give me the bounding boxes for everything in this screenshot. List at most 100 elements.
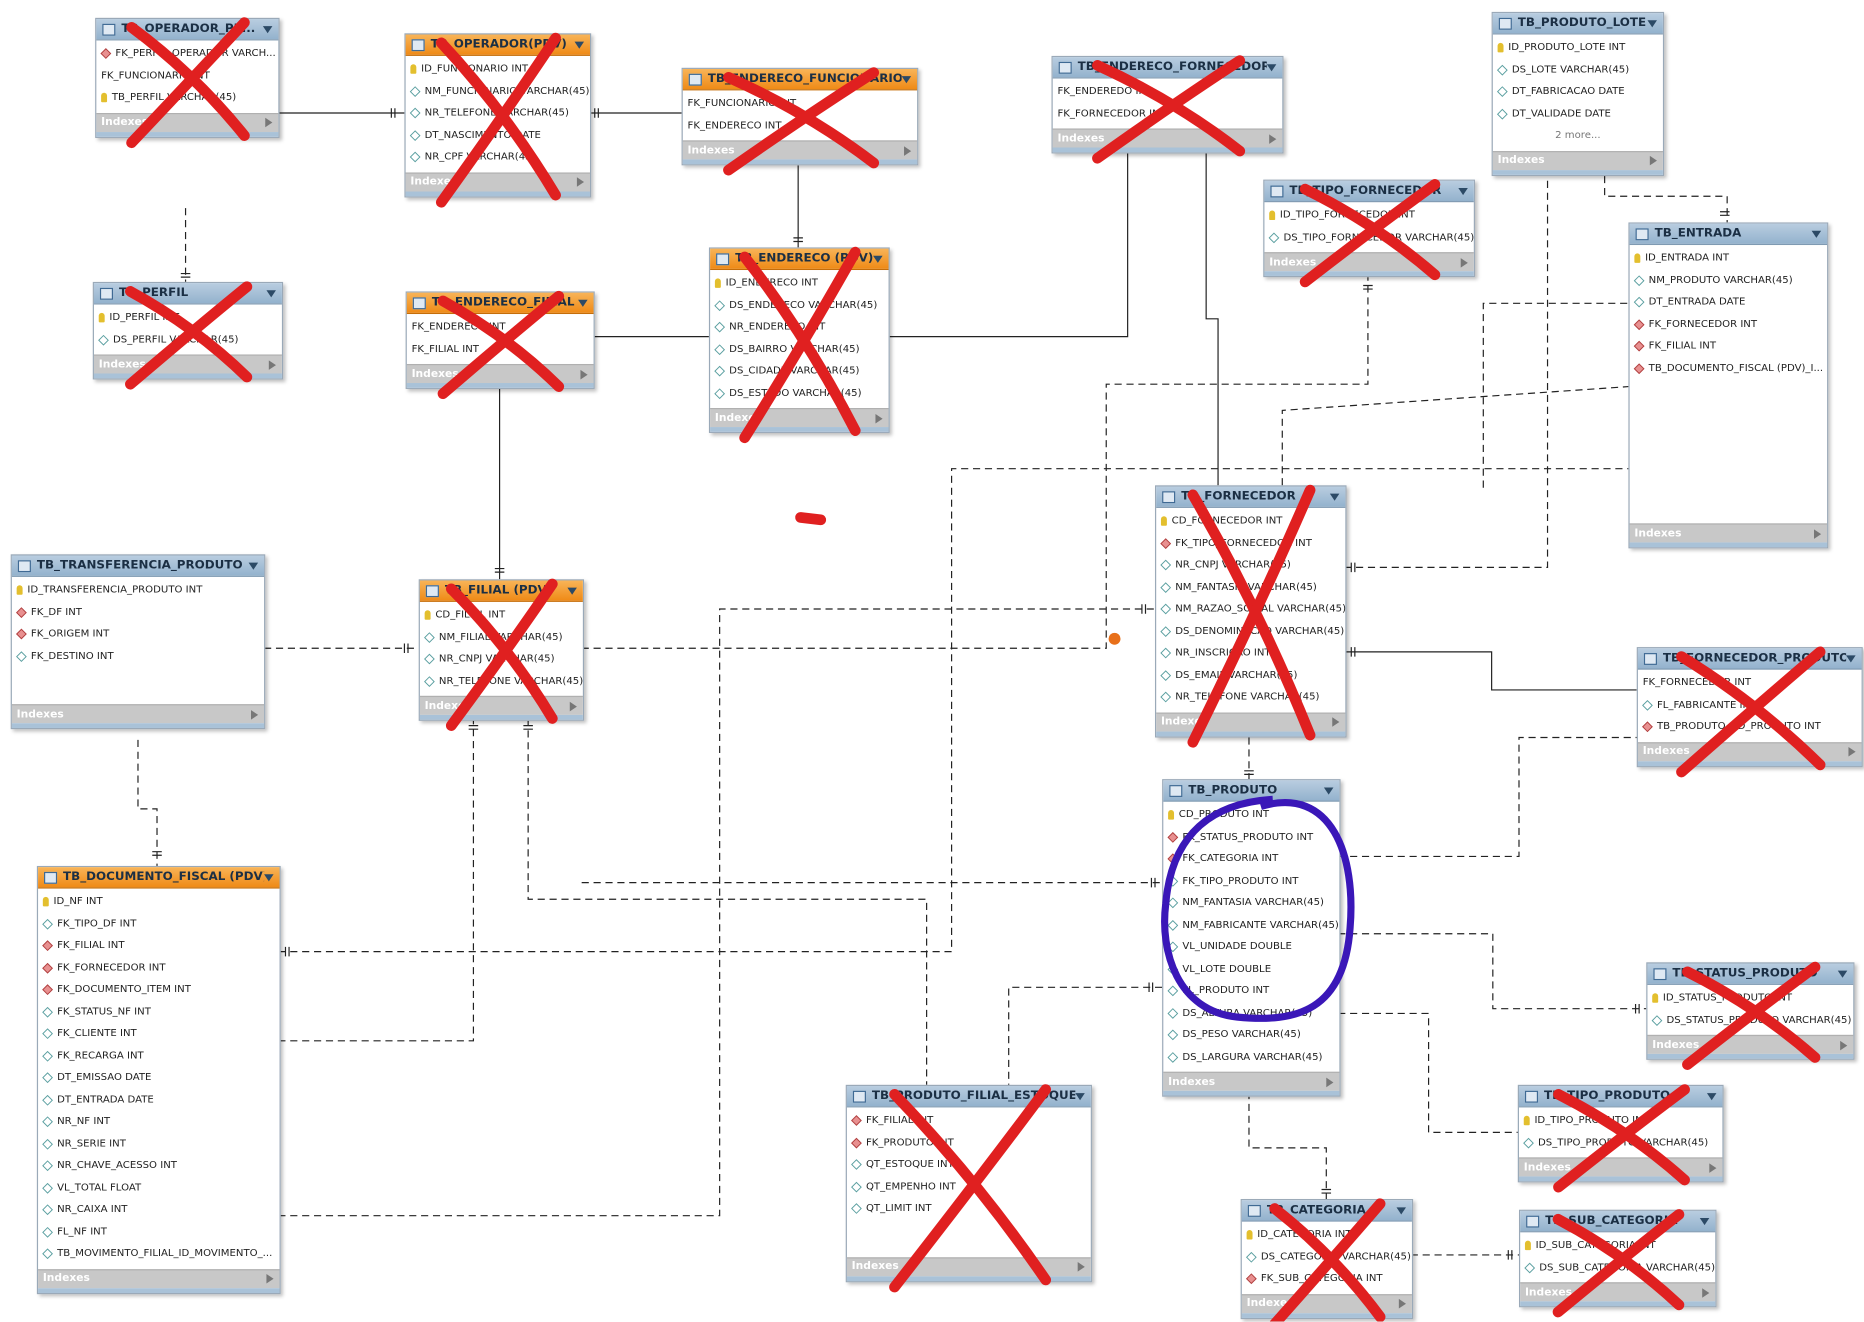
table-column[interactable]: TB_PERFIL VARCHAR(45): [96, 87, 278, 109]
table-column[interactable]: DT_ENTRADA DATE: [38, 1089, 279, 1111]
indexes-section[interactable]: Indexes: [11, 704, 265, 724]
expand-arrow-icon[interactable]: [904, 145, 912, 156]
table-column[interactable]: FK_RECARGA INT: [38, 1045, 279, 1067]
collapse-arrow-icon[interactable]: [1699, 1217, 1710, 1225]
collapse-arrow-icon[interactable]: [578, 299, 588, 307]
indexes-section[interactable]: Indexes: [846, 1256, 1091, 1276]
relationship-line[interactable]: [1338, 1012, 1518, 1133]
table-column[interactable]: NM_FANTASIA VARCHAR(45): [1156, 576, 1345, 598]
relationship-line[interactable]: [1008, 986, 1163, 1085]
table-column[interactable]: DS_TIPO_FORNECEDOR VARCHAR(45): [1264, 227, 1474, 249]
table-column[interactable]: NM_RAZAO_SOCIAL VARCHAR(45): [1156, 598, 1345, 620]
expand-arrow-icon[interactable]: [265, 117, 273, 128]
relationship-line[interactable]: [278, 468, 1629, 953]
table-column[interactable]: ID_CATEGORIA INT: [1242, 1224, 1412, 1246]
table-tb-operador-perfil[interactable]: TB_OPERADOR_PE...FK_PERFIL_OPERADOR VARC…: [95, 17, 280, 138]
table-column[interactable]: ID_NF INT: [38, 891, 279, 913]
table-column[interactable]: FK_DOCUMENTO_ITEM INT: [38, 979, 279, 1001]
table-column[interactable]: CD_FORNECEDOR INT: [1156, 510, 1345, 532]
table-column[interactable]: DT_VALIDADE DATE: [1493, 103, 1663, 125]
expand-arrow-icon[interactable]: [1848, 747, 1856, 757]
relationship-line[interactable]: [1248, 1091, 1327, 1200]
expand-arrow-icon[interactable]: [875, 413, 883, 423]
table-header[interactable]: TB_PERFIL: [93, 283, 282, 305]
table-column[interactable]: DS_ESTADO VARCHAR(45): [710, 382, 888, 404]
table-header[interactable]: TB_CATEGORIA: [1241, 1200, 1412, 1222]
table-column[interactable]: FK_TIPO_FORNECEDOR INT: [1156, 532, 1345, 554]
relationship-line[interactable]: [1338, 736, 1637, 858]
table-column[interactable]: NR_ENDERECO INT: [710, 316, 888, 338]
table-header[interactable]: TB_FORNECEDOR: [1156, 486, 1346, 508]
expand-arrow-icon[interactable]: [1649, 155, 1657, 166]
relationship-line[interactable]: [1604, 176, 1728, 223]
table-column[interactable]: FK_STATUS_PRODUTO INT: [1163, 826, 1339, 848]
table-column[interactable]: QT_EMPENHO INT: [847, 1176, 1091, 1198]
indexes-section[interactable]: Indexes: [1629, 523, 1828, 543]
expand-arrow-icon[interactable]: [1332, 717, 1340, 727]
table-column[interactable]: FK_FILIAL INT: [407, 338, 594, 360]
table-column[interactable]: QT_ESTOQUE INT: [847, 1154, 1091, 1176]
table-column[interactable]: FK_ENDERECO INT: [683, 115, 917, 137]
expand-arrow-icon[interactable]: [1398, 1298, 1406, 1309]
table-column[interactable]: ID_TRANSFERENCIA_PRODUTO INT: [12, 579, 264, 601]
table-header[interactable]: TB_ENDERECO_FUNCIONARIO: [682, 68, 918, 91]
table-column[interactable]: FK_ENDERECO INT: [407, 316, 594, 338]
table-header[interactable]: TB_STATUS_PRODUTO: [1647, 963, 1854, 985]
table-column[interactable]: FK_FUNCIONARIO INT: [683, 93, 917, 115]
table-column[interactable]: ID_SUB_CATEGORIA INT: [1520, 1235, 1715, 1257]
table-column[interactable]: FK_FUNCIONARIO INT: [96, 65, 278, 87]
table-column[interactable]: QT_LIMIT INT: [847, 1198, 1091, 1220]
indexes-section[interactable]: Indexes: [1492, 150, 1663, 170]
indexes-section[interactable]: Indexes: [1241, 1293, 1412, 1313]
expand-arrow-icon[interactable]: [1709, 1162, 1717, 1173]
table-column[interactable]: CD_PRODUTO INT: [1163, 804, 1339, 826]
expand-arrow-icon[interactable]: [266, 1273, 274, 1284]
table-column[interactable]: DS_LOTE VARCHAR(45): [1493, 59, 1663, 81]
indexes-section[interactable]: Indexes: [710, 407, 889, 428]
table-column[interactable]: NM_FUNCIONARIO VARCHAR(45): [406, 80, 590, 102]
expand-arrow-icon[interactable]: [268, 359, 276, 370]
collapse-arrow-icon[interactable]: [264, 873, 274, 881]
collapse-arrow-icon[interactable]: [262, 25, 273, 33]
collapse-arrow-icon[interactable]: [1706, 1092, 1717, 1100]
table-column[interactable]: FK_CATEGORIA INT: [1163, 848, 1339, 870]
relationship-line[interactable]: [137, 739, 158, 866]
indexes-section[interactable]: Indexes: [1520, 1282, 1716, 1302]
table-column[interactable]: ID_ENTRADA INT: [1630, 247, 1827, 269]
table-header[interactable]: TB_PRODUTO: [1163, 780, 1340, 802]
table-column[interactable]: NR_SERIE INT: [38, 1133, 279, 1155]
collapse-arrow-icon[interactable]: [1846, 654, 1856, 662]
relationship-line[interactable]: [1338, 933, 1647, 1010]
collapse-arrow-icon[interactable]: [248, 562, 259, 570]
relationship-line[interactable]: [1344, 651, 1637, 691]
table-header[interactable]: TB_ENDERECO_FORNECEDOR: [1052, 57, 1283, 79]
table-column[interactable]: FK_TIPO_DF INT: [38, 913, 279, 935]
table-column[interactable]: TB_DOCUMENTO_FISCAL (PDV)_I...: [1630, 357, 1827, 379]
collapse-arrow-icon[interactable]: [1458, 187, 1468, 195]
relationship-line[interactable]: [1205, 148, 1219, 486]
indexes-section[interactable]: Indexes: [1156, 711, 1346, 731]
table-column[interactable]: ID_FUNCIONARIO INT: [406, 58, 590, 80]
table-column[interactable]: DS_STATUS_PRODUTO VARCHAR(45): [1647, 1009, 1853, 1031]
table-column[interactable]: DS_ALTURA VARCHAR(45): [1163, 1002, 1339, 1024]
expand-arrow-icon[interactable]: [569, 701, 577, 711]
table-column[interactable]: FK_FORNECEDOR INT: [38, 957, 279, 979]
table-column[interactable]: DS_BAIRRO VARCHAR(45): [710, 338, 888, 360]
relationship-line[interactable]: [1482, 302, 1629, 488]
table-column[interactable]: NM_FANTASIA VARCHAR(45): [1163, 892, 1339, 914]
indexes-section[interactable]: Indexes: [38, 1268, 280, 1288]
table-column[interactable]: FK_ENDEREDO INT: [1053, 81, 1283, 103]
collapse-arrow-icon[interactable]: [1811, 230, 1822, 238]
